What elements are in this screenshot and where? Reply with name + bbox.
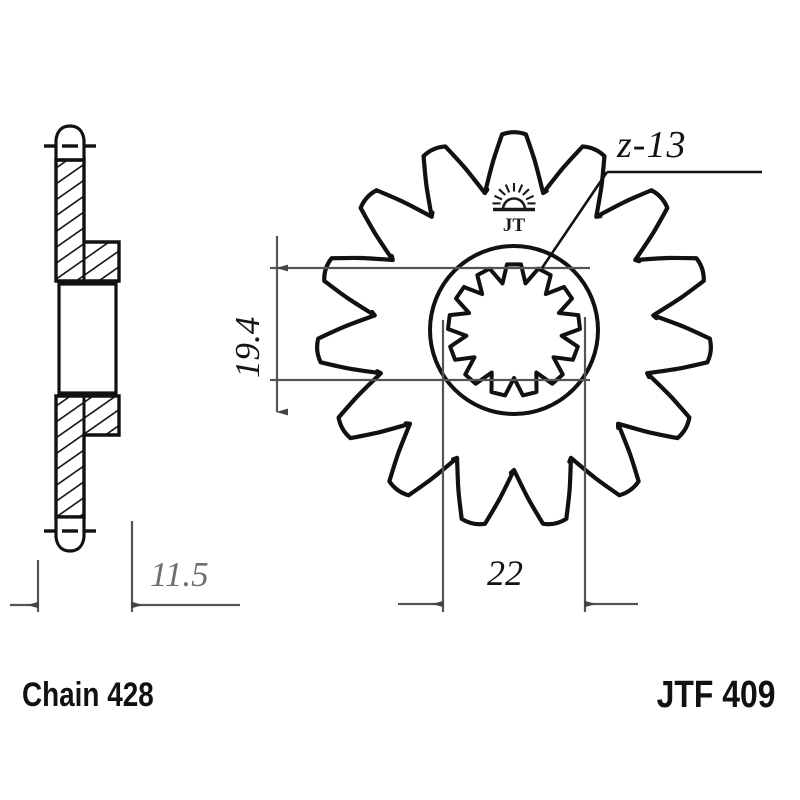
section-upper-web xyxy=(54,158,121,283)
dimension-label-hub-width: 22 xyxy=(487,553,523,593)
brand-initials: JT xyxy=(503,215,526,236)
sun-dome-icon xyxy=(501,197,527,211)
section-bore xyxy=(57,282,118,395)
dimension-label-bore-height: 19.4 xyxy=(228,316,267,378)
part-number-label: JTF 409 xyxy=(657,674,776,716)
brand-logo-sunrise: JT xyxy=(492,183,536,236)
hub-boss-circle xyxy=(428,244,600,416)
internal-spline-13 xyxy=(446,262,582,398)
sun-rays-icon xyxy=(492,183,536,205)
section-lower-web xyxy=(54,394,121,519)
chain-size-label: Chain 428 xyxy=(22,676,154,714)
annotation-label-spline-count: z-13 xyxy=(617,124,687,166)
section-lower-tooth xyxy=(54,515,86,553)
leader-line xyxy=(540,171,609,269)
annotation-leader-z13 xyxy=(540,170,762,269)
dimension-hub-22 xyxy=(398,317,638,612)
dimension-label-thickness: 11.5 xyxy=(150,555,209,594)
cross-section-view xyxy=(44,124,121,553)
dimension-thickness-11-5 xyxy=(10,521,240,612)
section-upper-tooth xyxy=(54,124,86,162)
dimension-bore-19-4 xyxy=(270,236,590,416)
front-face-view xyxy=(314,130,714,527)
